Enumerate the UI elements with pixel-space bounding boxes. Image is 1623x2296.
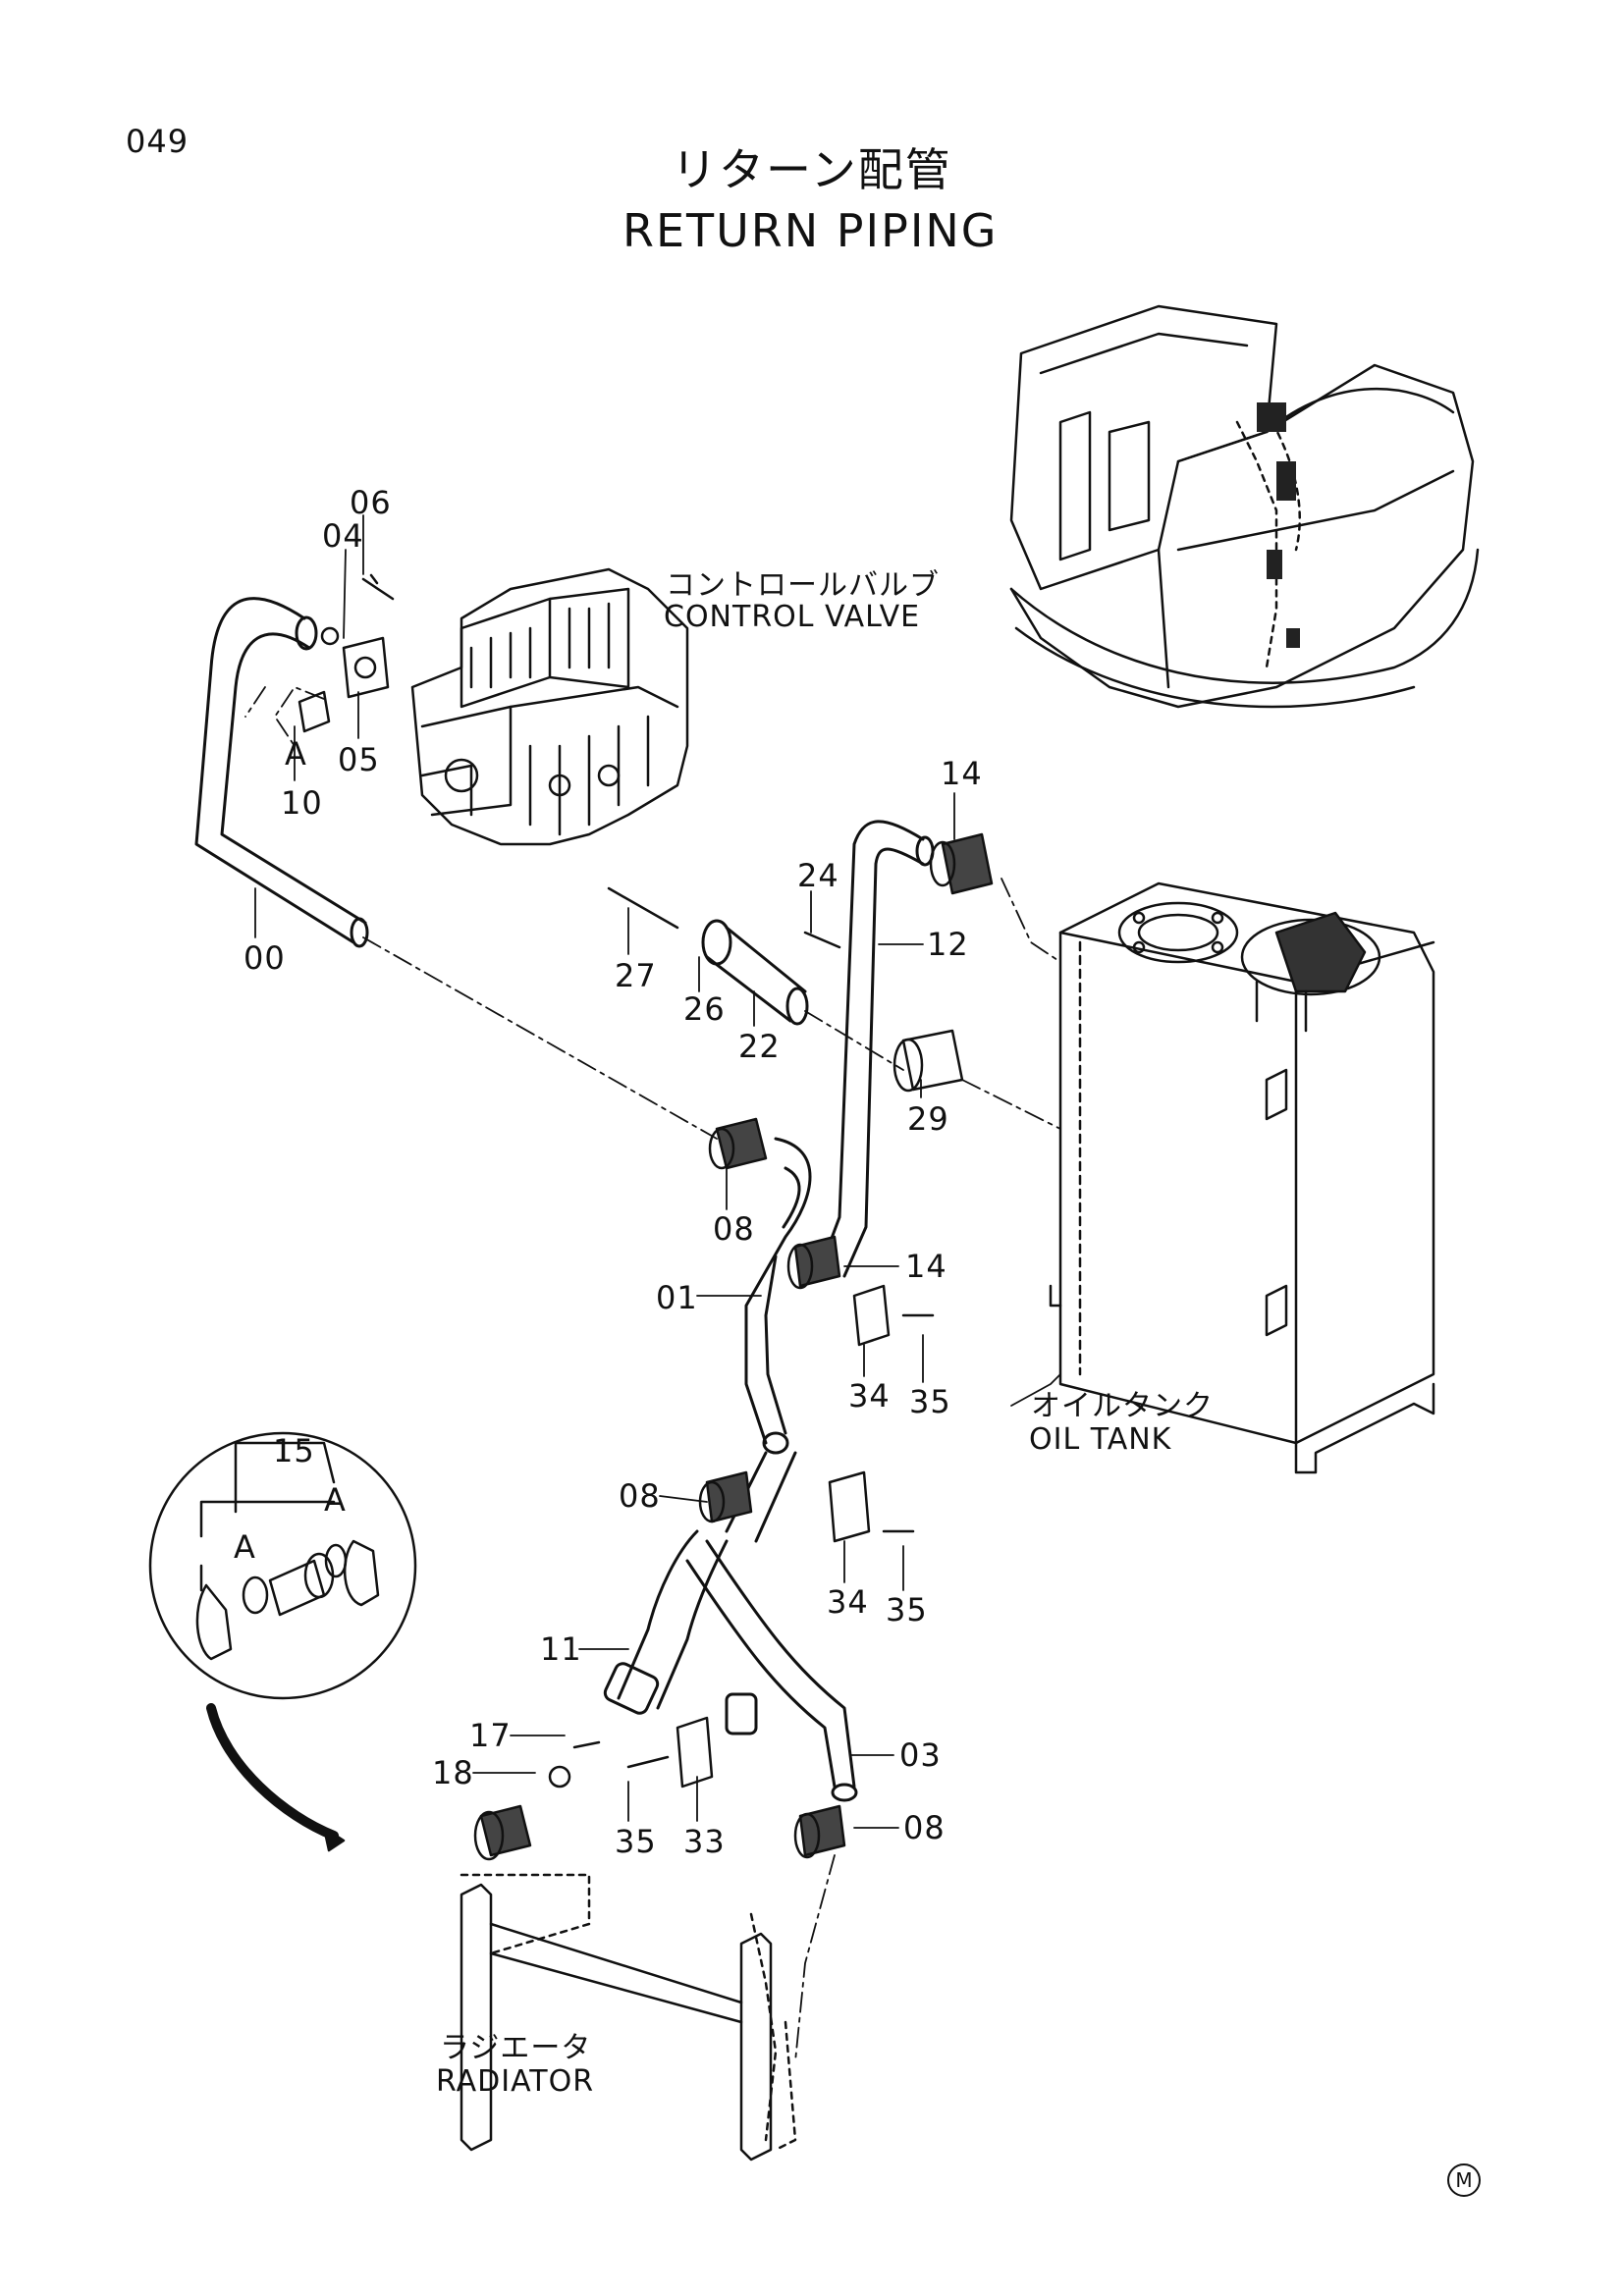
- pipes: [194, 597, 935, 1802]
- part-label-05: 05: [338, 741, 380, 778]
- page-number: 049: [126, 123, 189, 160]
- part-label-35-lower: 35: [886, 1591, 928, 1629]
- part-label-33: 33: [683, 1823, 726, 1860]
- part-label-17: 17: [469, 1717, 512, 1754]
- oil-tank-illustration: [1049, 881, 1435, 1474]
- part-label-08-bottom: 08: [903, 1809, 946, 1846]
- part-label-14-mid: 14: [905, 1248, 947, 1285]
- part-label-29: 29: [907, 1100, 949, 1138]
- part-label-10: 10: [281, 784, 323, 822]
- control-valve-label-en: CONTROL VALVE: [664, 600, 921, 634]
- radiator-label-ja: ラジエータ: [440, 2031, 592, 2065]
- part-label-14-top: 14: [941, 755, 983, 792]
- part-label-12: 12: [927, 926, 969, 963]
- part-label-03: 03: [899, 1736, 942, 1774]
- connection-lines: [244, 686, 1061, 2062]
- part-label-35-upper: 35: [909, 1383, 951, 1420]
- m-mark-letter: M: [1455, 2168, 1473, 2192]
- part-label-24: 24: [797, 857, 839, 894]
- oil-tank-label-ja: オイルタンク: [1031, 1389, 1214, 1423]
- part-label-22: 22: [738, 1028, 781, 1065]
- control-valve-label-ja: コントロールバルブ: [666, 568, 940, 603]
- excavator-illustration: [1009, 304, 1480, 709]
- m-mark: M: [1447, 2163, 1481, 2197]
- leader-lines: [254, 514, 1061, 1829]
- part-label-08-upper: 08: [713, 1210, 755, 1248]
- part-label-27: 27: [615, 957, 657, 994]
- title-japanese: リターン配管: [672, 143, 952, 196]
- callout-a-upper: A: [285, 735, 307, 773]
- part-label-08-middle: 08: [619, 1477, 661, 1515]
- clamps: [298, 573, 994, 1861]
- part-label-11: 11: [540, 1630, 582, 1668]
- detail-view: [148, 1431, 417, 1852]
- part-label-01: 01: [656, 1279, 698, 1316]
- oil-tank-label-en: OIL TANK: [1029, 1422, 1172, 1457]
- part-label-26: 26: [683, 990, 726, 1028]
- part-label-18: 18: [432, 1754, 474, 1791]
- part-label-35-bottom: 35: [615, 1823, 657, 1860]
- part-label-04: 04: [322, 517, 364, 555]
- callout-a-detail-left: A: [234, 1528, 256, 1566]
- radiator-illustration: [460, 1873, 797, 2162]
- part-label-00: 00: [243, 939, 286, 977]
- title-english: RETURN PIPING: [622, 204, 999, 257]
- part-label-06: 06: [350, 484, 392, 521]
- part-label-34-upper: 34: [848, 1377, 891, 1415]
- part-label-15: 15: [273, 1432, 315, 1469]
- part-label-34-lower: 34: [827, 1583, 869, 1621]
- callout-a-detail-right: A: [324, 1481, 347, 1519]
- control-valve-illustration: [410, 567, 689, 846]
